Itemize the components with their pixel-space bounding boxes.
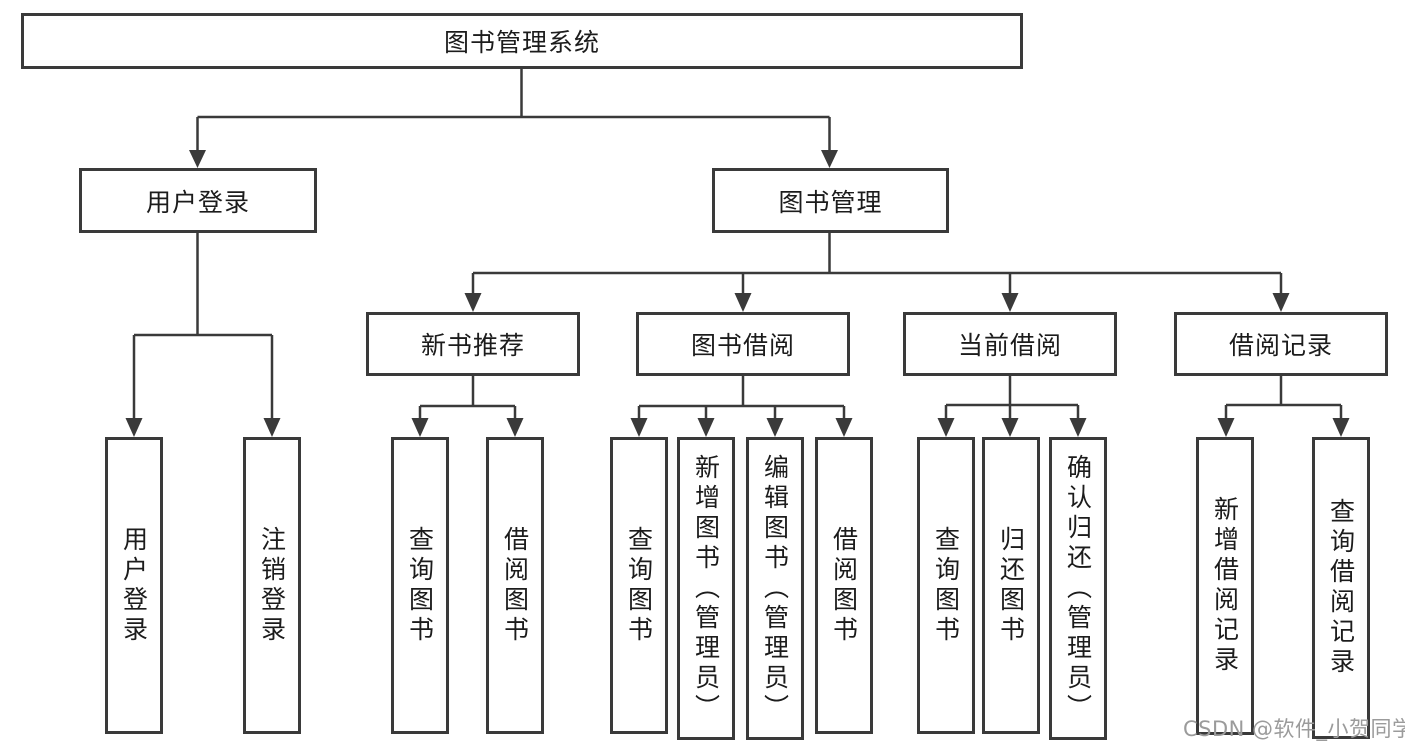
leaf-user-login: 用户登录 — [105, 437, 163, 734]
book-borrowing-label: 图书借阅 — [690, 331, 795, 360]
leaf-logout: 注销登录 — [243, 437, 301, 734]
csdn-watermark: CSDN @软件_小贺同学 — [1183, 717, 1405, 741]
leaf-borrow-book-recommend: 借阅图书 — [486, 437, 544, 734]
new-book-recommend-label: 新书推荐 — [420, 331, 525, 360]
book-borrowing-node: 图书借阅 — [636, 312, 850, 376]
leaf-return-book: 归还图书 — [982, 437, 1040, 734]
leaf-edit-book-admin: 编辑图书（管理员） — [746, 437, 804, 740]
root-node-library-system: 图书管理系统 — [21, 13, 1023, 69]
current-borrowing-node: 当前借阅 — [903, 312, 1117, 376]
arrowheads — [125, 150, 1350, 437]
current-borrowing-label: 当前借阅 — [957, 331, 1062, 360]
leaf-borrow-book-borrowing: 借阅图书 — [815, 437, 873, 734]
borrowing-records-node: 借阅记录 — [1174, 312, 1388, 376]
leaf-query-borrow-record: 查询借阅记录 — [1312, 437, 1370, 739]
borrowing-records-label: 借阅记录 — [1228, 331, 1333, 360]
user-login-label: 用户登录 — [145, 187, 250, 217]
leaf-add-book-admin: 新增图书（管理员） — [677, 437, 735, 740]
root-node-label: 图书管理系统 — [443, 28, 600, 57]
leaf-query-book-recommend: 查询图书 — [391, 437, 449, 734]
book-management-node: 图书管理 — [712, 168, 949, 233]
leaf-add-borrow-record: 新增借阅记录 — [1196, 437, 1254, 735]
user-login-node: 用户登录 — [79, 168, 317, 233]
new-book-recommend-node: 新书推荐 — [366, 312, 580, 376]
leaf-query-book-borrowing: 查询图书 — [610, 437, 668, 734]
leaf-query-book-current: 查询图书 — [917, 437, 975, 734]
book-management-label: 图书管理 — [778, 187, 883, 217]
leaf-confirm-return-admin: 确认归还（管理员） — [1049, 437, 1107, 740]
